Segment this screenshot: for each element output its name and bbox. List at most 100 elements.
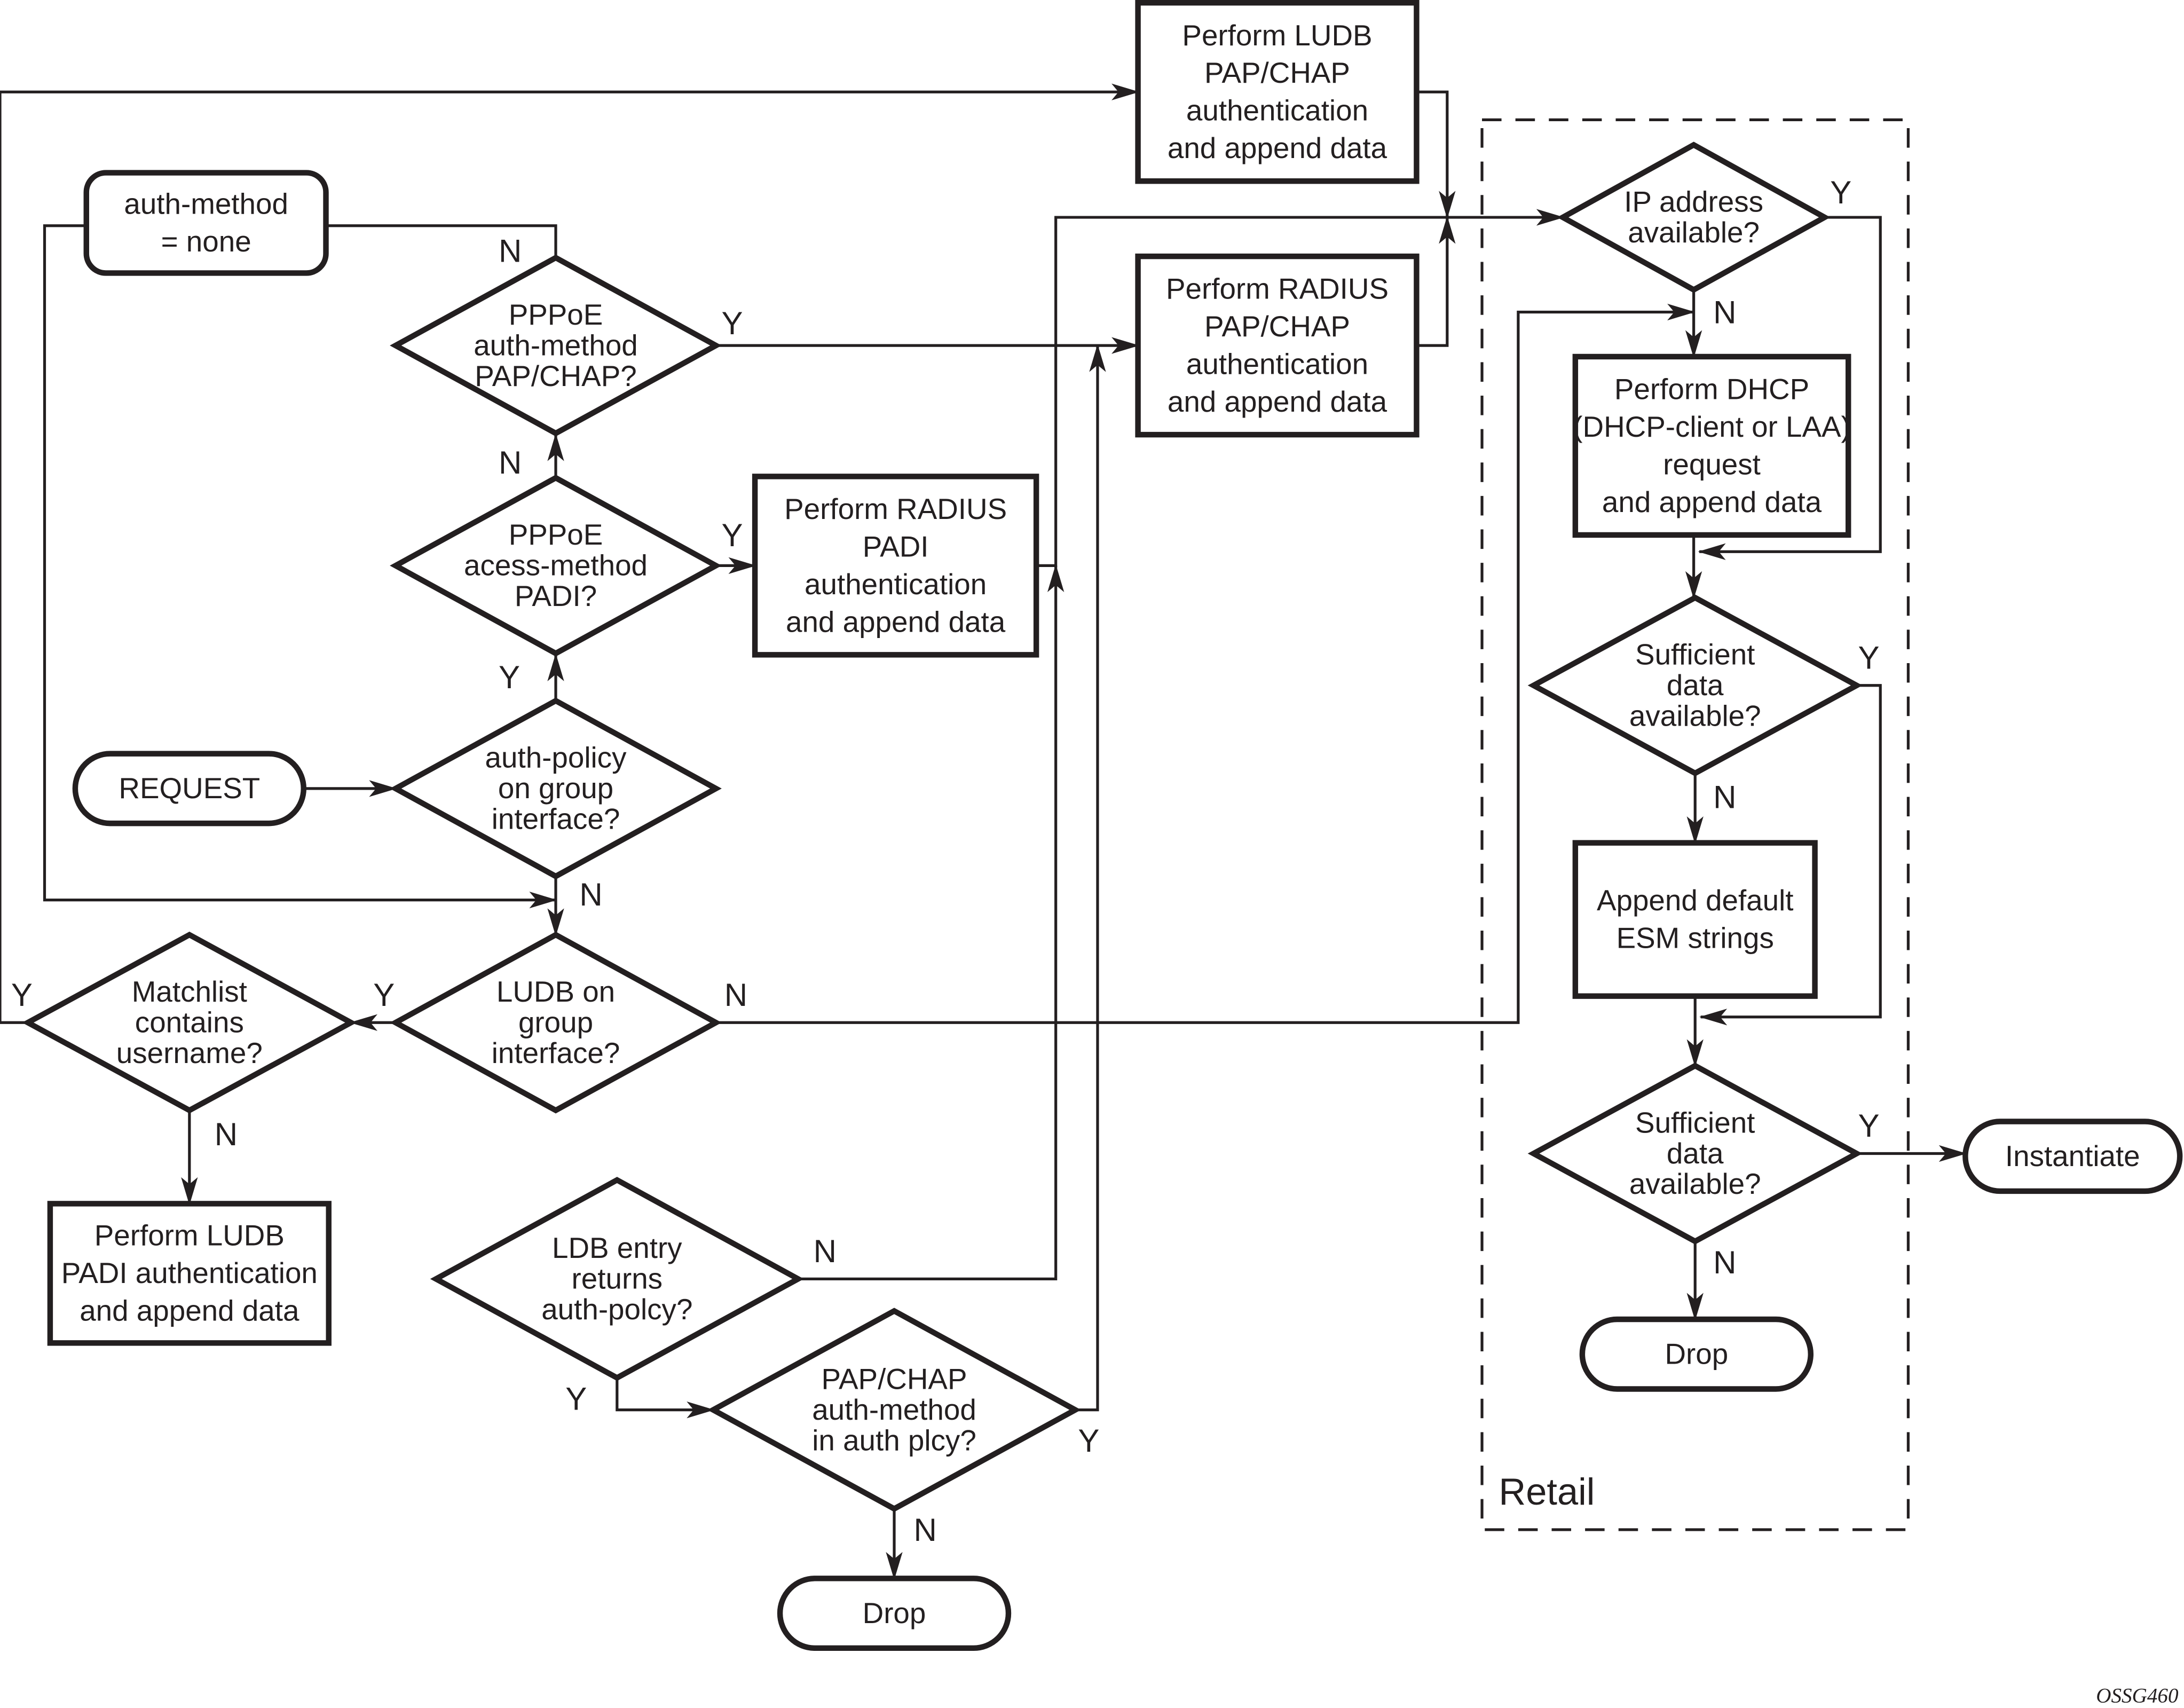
node-text-line: Perform LUDB (1182, 19, 1372, 52)
decision-shape (22, 931, 357, 1114)
node-text-line: group (518, 1005, 593, 1038)
branch-label-pppoe-papchap-yes: Y (721, 305, 743, 341)
node-text-line: PAP/CHAP (1204, 56, 1350, 89)
node-text-line: acess-method (464, 549, 648, 582)
node-request: REQUEST (72, 751, 306, 827)
node-text-line: interface? (492, 1036, 620, 1069)
node-text-line: Perform RADIUS (784, 492, 1007, 525)
connector-ldb-entry-no (798, 564, 1065, 1280)
connector-matchlist-yes (0, 83, 1140, 1024)
node-auth-none: auth-method = none (83, 170, 329, 276)
branch-label-ludb-group-no: N (724, 977, 747, 1013)
connector-ludb-papchap-out (1416, 90, 1456, 219)
node-text-line: auth-method (124, 187, 288, 221)
retail-region-boundary (1480, 118, 1910, 1531)
branch-label-ip-avail-yes: Y (1830, 175, 1851, 210)
node-text-line: Append default (1597, 884, 1794, 917)
node-text-line: Drop (1665, 1337, 1728, 1371)
process-shape (752, 474, 1039, 658)
connector-radius-papchap-out (1416, 216, 1456, 347)
branch-label-papchap-plcy-no: N (914, 1512, 937, 1548)
node-text-line: Drop (863, 1596, 926, 1630)
branch-label-sufficient-2-yes: Y (1858, 1108, 1879, 1144)
node-text-line: Perform RADIUS (1166, 272, 1389, 305)
node-text-line: Sufficient (1635, 1106, 1755, 1139)
process-shape (1572, 840, 1818, 999)
rounded-shape (83, 170, 329, 276)
decision-shape (1527, 1062, 1863, 1245)
branch-label-ip-avail-no: N (1713, 294, 1736, 330)
node-text-line: Perform LUDB (94, 1219, 285, 1252)
connector-ip-avail-yes (1698, 216, 1882, 560)
node-text-line: and append data (1168, 131, 1387, 164)
terminal-shape (1962, 1119, 2183, 1194)
node-text-line: = none (161, 225, 251, 258)
branch-label-matchlist-yes: Y (11, 977, 33, 1013)
node-drop-1: Drop (777, 1576, 1012, 1651)
branch-label-pppoe-padi-yes: Y (721, 517, 743, 553)
node-text-line: on group (498, 772, 613, 805)
decision-shape (707, 1308, 1082, 1512)
connector-sufficient-1-yes (1699, 684, 1882, 1026)
branch-label-ldb-entry-no: N (814, 1233, 837, 1269)
branch-label-matchlist-no: N (215, 1116, 238, 1152)
node-text-line: REQUEST (119, 772, 260, 805)
decision-shape (390, 697, 722, 880)
node-text-line: PAP/CHAP (822, 1362, 967, 1395)
process-shape (1135, 0, 1420, 184)
node-radius-papchap: Perform RADIUS PAP/CHAP authentication and … (1135, 253, 1420, 438)
node-text-line: PADI authentication (61, 1256, 318, 1289)
node-text-line: and append data (1168, 385, 1387, 418)
node-instantiate: Instantiate (1962, 1119, 2183, 1194)
node-drop-2: Drop (1579, 1316, 1814, 1392)
node-text-line: PAP/CHAP (1204, 310, 1350, 343)
node-text-line: Sufficient (1635, 638, 1755, 671)
node-text-line: in auth plcy? (812, 1423, 976, 1457)
connector-ludb-group-no (716, 303, 1696, 1024)
node-dhcp: Perform DHCP(DHCP-client or LAA)requesta… (1572, 353, 1851, 538)
retail-region-label: Retail (1499, 1470, 1595, 1513)
node-text-line: PPPoE (509, 518, 603, 551)
figure-id: OSSG460 (2096, 1685, 2179, 1707)
node-text-line: auth-polcy? (541, 1293, 692, 1326)
connector-ldb-entry-yes (616, 1378, 715, 1419)
node-text-line: authentication (805, 568, 987, 601)
branch-label-sufficient-2-no: N (1713, 1245, 1736, 1280)
node-text-line: Instantiate (2005, 1139, 2140, 1172)
connector-radius-padi-out (1036, 209, 1564, 567)
branch-label-auth-none-to-pppoe: N (499, 233, 522, 269)
process-shape (1135, 253, 1420, 438)
node-ludb-padi: Perform LUDB PADI authentication and appen… (47, 1201, 332, 1346)
branch-label-ludb-group-yes: Y (373, 977, 395, 1013)
node-text-line: data (1667, 1137, 1724, 1170)
node-text-line: PADI (863, 530, 929, 563)
node-text-line: interface? (492, 802, 620, 836)
decision-shape (390, 254, 722, 437)
branch-label-sufficient-1-yes: Y (1858, 640, 1879, 675)
node-text-line: and append data (1602, 485, 1822, 518)
branch-label-auth-policy-yes: Y (499, 659, 520, 695)
connector-auth-none-to-pppoe (326, 224, 557, 258)
node-text-line: auth-policy (485, 741, 627, 774)
node-text-line: LUDB on (496, 975, 615, 1008)
node-text-line: ESM strings (1617, 922, 1774, 955)
node-text-line: and append data (80, 1294, 299, 1327)
branch-label-sufficient-1-no: N (1713, 779, 1736, 815)
node-text-line: PAP/CHAP? (475, 359, 636, 392)
node-text-line: authentication (1186, 348, 1368, 381)
decision-shape (1557, 141, 1831, 293)
terminal-shape (777, 1576, 1012, 1651)
branch-label-pppoe-padi-no: N (499, 445, 522, 481)
branch-label-papchap-plcy-yes: Y (1078, 1423, 1099, 1459)
